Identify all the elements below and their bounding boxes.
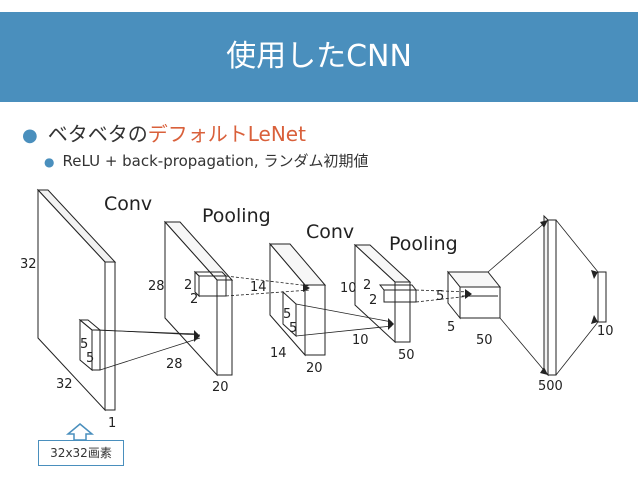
conv1-pool-a-label: 2 xyxy=(184,278,192,293)
bullet-lenet-accent: デフォルトLeNet xyxy=(147,122,306,146)
stage-label-pool2: Pooling xyxy=(389,233,458,255)
up-arrow-icon xyxy=(65,423,95,441)
conv1-height-label: 28 xyxy=(148,279,165,294)
bullet-lenet-prefix: ベタベタの xyxy=(47,122,148,146)
arrowhead-fc1-top xyxy=(540,220,548,228)
conn-input-conv1-c xyxy=(91,329,199,335)
input-depth-label: 1 xyxy=(108,416,116,431)
conn-pool2-fc1-a xyxy=(487,219,549,273)
input-kernel-a-label: 5 xyxy=(80,337,88,352)
bullet-lenet: ● ベタベタのデフォルトLeNet xyxy=(22,118,306,147)
slide-title: 使用したCNN xyxy=(226,39,412,74)
arrowhead-pool1 xyxy=(303,284,310,292)
input-width-label: 32 xyxy=(56,377,73,392)
pool1-depth-label: 20 xyxy=(306,361,323,376)
bullet-dot-icon: ● xyxy=(22,125,38,146)
arrowhead-fc1-bottom xyxy=(540,367,548,375)
fc1-layer xyxy=(547,219,557,376)
conn-pool1-conv2-a xyxy=(295,303,393,323)
pixel-size-note: 32x32画素 xyxy=(38,440,124,466)
arrowhead-fc2-top xyxy=(591,270,598,279)
fc1-layer-face xyxy=(543,214,549,377)
input-layer-side xyxy=(37,188,106,412)
stage-label-conv1: Conv xyxy=(104,193,152,215)
bullet-training: ● ReLU + back-propagation, ランダム初期値 xyxy=(44,150,368,171)
conv2-height-label: 10 xyxy=(340,281,357,296)
conv2-width-label: 10 xyxy=(352,333,369,348)
conn-input-conv1-b xyxy=(99,337,201,371)
pool2-height-label: 5 xyxy=(436,289,444,304)
conv1-pool-b-label: 2 xyxy=(190,292,198,307)
conn-pool1-conv2-b xyxy=(295,325,393,337)
input-kernel-b-label: 5 xyxy=(86,351,94,366)
pool1-size-label: 14 xyxy=(250,280,267,295)
conv2-front xyxy=(394,281,411,343)
conn-conv2-pool2-a xyxy=(415,289,471,293)
stage-label-conv2: Conv xyxy=(306,221,354,243)
input-height-label: 32 xyxy=(20,257,37,272)
conv1-width-label: 28 xyxy=(166,357,183,372)
bullet-training-text: ReLU + back-propagation, ランダム初期値 xyxy=(62,152,369,170)
conn-conv1-pool1-b xyxy=(225,289,311,297)
conn-conv1-pool1-a xyxy=(225,275,311,287)
conv1-front xyxy=(216,279,233,376)
conn-conv2-pool2-b xyxy=(415,295,471,303)
fc1-units-label: 500 xyxy=(538,379,563,394)
conv1-depth-label: 20 xyxy=(212,380,229,395)
pool1-kernel-a-label: 5 xyxy=(283,307,291,322)
conv2-pool-a-label: 2 xyxy=(363,278,371,293)
title-bar: 使用したCNN xyxy=(0,12,638,102)
conv2-depth-label: 50 xyxy=(398,348,415,363)
conn-fc1-fc2-b xyxy=(555,321,599,376)
conv2-pool-b-label: 2 xyxy=(369,293,377,308)
pool1-height-label: 14 xyxy=(270,346,287,361)
pool1-front xyxy=(304,284,326,356)
pool2-depth-label: 50 xyxy=(476,333,493,348)
arrowhead-pool2 xyxy=(465,289,472,299)
input-layer-front xyxy=(104,261,116,411)
conn-fc1-fc2-a xyxy=(555,219,599,273)
bullet-dot-icon: ● xyxy=(44,155,55,169)
conn-pool2-fc1-b xyxy=(499,317,549,376)
stage-label-pool1: Pooling xyxy=(202,205,271,227)
pool2-width-label: 5 xyxy=(447,320,455,335)
fc2-layer xyxy=(597,271,607,323)
fc2-units-label: 10 xyxy=(597,324,614,339)
arrowhead-conv2 xyxy=(388,318,394,330)
arrowhead-conv1 xyxy=(194,330,200,342)
arrowhead-fc2-bottom xyxy=(591,315,598,324)
pool1-kernel-b-label: 5 xyxy=(289,321,297,336)
